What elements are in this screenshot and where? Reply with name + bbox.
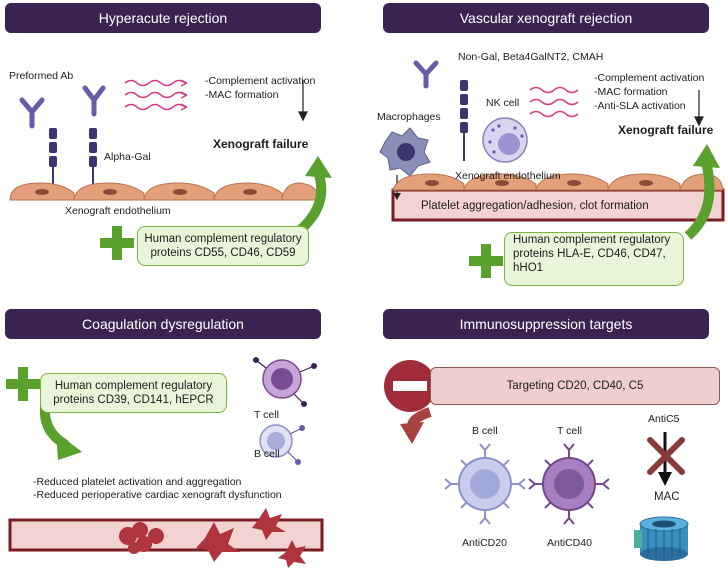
t-cell-icon [528, 443, 610, 525]
endothelium-label: Xenograft endothelium [455, 170, 561, 182]
clot-icon [119, 508, 306, 568]
regulators-box: Human complement regulatory proteins HLA… [504, 232, 684, 286]
panel-title-hyperacute: Hyperacute rejection [5, 3, 321, 33]
regulators-line-1: Human complement regulatory [54, 380, 213, 392]
mac-label: MAC [654, 491, 680, 503]
b-cell-label: B cell [254, 448, 280, 460]
targeting-box: Targeting CD20, CD40, C5 [430, 367, 720, 405]
xenograft-failure-label: Xenograft failure [213, 137, 309, 151]
platelet-label: Platelet aggregation/adhesion, clot form… [421, 200, 649, 212]
regulators-line-2: proteins CD39, CD141, hEPCR [53, 394, 214, 406]
preformed-ab-label: Preformed Ab [9, 70, 74, 82]
effect-2: -MAC formation [205, 89, 279, 101]
effect-2: -MAC formation [594, 86, 668, 98]
b-cell-icon [444, 443, 526, 525]
panel-title-immuno: Immunosuppression targets [383, 309, 709, 339]
regulators-line-1: Human complement regulatory [144, 233, 302, 245]
receptor-icon [49, 128, 97, 185]
effect-1: -Complement activation [594, 72, 705, 84]
plus-icon [469, 244, 503, 278]
cross-icon [647, 437, 685, 475]
endothelium-cells [9, 182, 321, 201]
regulators-line-3: hHO1 [513, 262, 544, 274]
plus-icon [6, 367, 40, 401]
regulators-line-2: proteins HLA-E, CD46, CD47, [513, 248, 666, 260]
antic5-label: AntiC5 [648, 413, 680, 425]
t-cell-icon [253, 357, 317, 407]
anticd20-label: AntiCD20 [462, 537, 507, 549]
effect-1: -Complement activation [205, 75, 316, 87]
xenograft-failure-label: Xenograft failure [618, 123, 714, 137]
mac-pore-icon [634, 516, 689, 561]
panel-title-coagulation: Coagulation dysregulation [5, 309, 321, 339]
anticd40-label: AntiCD40 [547, 537, 592, 549]
t-cell-label: T cell [254, 409, 279, 421]
plus-icon [100, 226, 134, 260]
antibody-icon [19, 85, 106, 129]
regulators-box: Human complement regulatory proteins CD3… [40, 373, 227, 413]
curved-arrow-icon [684, 160, 715, 240]
signal-wave-icon [529, 86, 579, 118]
effect-3: -Anti-SLA activation [594, 100, 686, 112]
panel-title-vascular: Vascular xenograft rejection [383, 3, 709, 33]
t-cell-label: T cell [557, 425, 582, 437]
receptor-icon [460, 80, 468, 161]
nk-cell-icon [482, 117, 528, 163]
arrow-down [298, 80, 308, 122]
minus-icon [384, 360, 436, 412]
antigens-label: Non-Gal, Beta4GalNT2, CMAH [458, 51, 604, 63]
endothelium-label: Xenograft endothelium [65, 205, 171, 217]
macrophages-label: Macrophages [377, 111, 441, 123]
signal-wave-icon [124, 79, 188, 111]
macrophage-icon [379, 127, 431, 177]
antibody-icon [413, 60, 439, 89]
effect-1: -Reduced platelet activation and aggrega… [33, 476, 242, 488]
b-cell-label: B cell [472, 425, 498, 437]
regulators-line-1: Human complement regulatory [513, 234, 671, 246]
b-cell-icon [259, 424, 305, 465]
alpha-gal-label: Alpha-Gal [104, 151, 151, 163]
regulators-line-2: proteins CD55, CD46, CD59 [150, 247, 296, 259]
effect-2: -Reduced perioperative cardiac xenograft… [33, 489, 282, 501]
nk-cell-label: NK cell [486, 97, 520, 109]
regulators-box: Human complement regulatory proteins CD5… [137, 226, 309, 266]
